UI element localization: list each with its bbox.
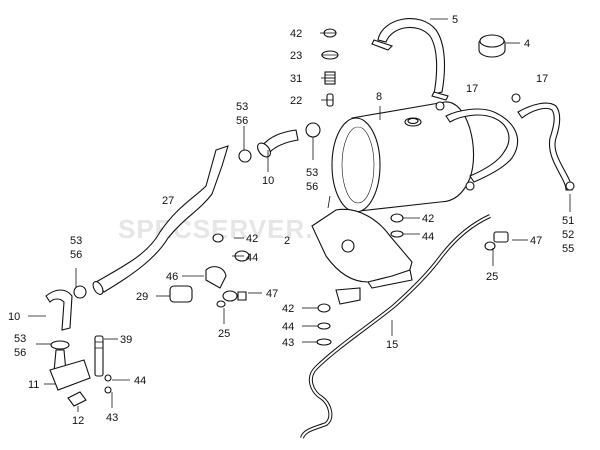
label-39: 39 <box>120 334 132 346</box>
label-23: 23 <box>290 50 302 62</box>
stack-parts <box>321 28 339 107</box>
part-labels: 42 23 31 22 5 4 8 17 17 53 56 10 53 56 2… <box>8 14 574 427</box>
label-42: 42 <box>290 28 302 40</box>
mid-fittings <box>169 233 250 308</box>
label-27: 27 <box>162 195 174 207</box>
label-56: 56 <box>14 347 26 359</box>
label-47: 47 <box>266 288 278 300</box>
fuel-tank <box>331 101 475 213</box>
label-17: 17 <box>536 73 548 85</box>
label-15: 15 <box>386 339 398 351</box>
label-29: 29 <box>136 291 148 303</box>
hose-17a <box>445 108 519 183</box>
tank-strap <box>371 17 449 101</box>
label-43: 43 <box>106 412 118 424</box>
label-53: 53 <box>236 101 248 113</box>
clamp-53a <box>238 149 252 163</box>
label-31: 31 <box>290 73 302 85</box>
filler-cap <box>478 34 506 58</box>
label-56: 56 <box>306 181 318 193</box>
label-51: 51 <box>562 215 574 227</box>
label-42: 42 <box>282 303 294 315</box>
washers <box>316 213 404 346</box>
label-42: 42 <box>422 213 434 225</box>
hose-clamp <box>511 93 521 103</box>
label-43: 43 <box>282 337 294 349</box>
clamp-53b <box>305 122 321 138</box>
label-53: 53 <box>306 167 318 179</box>
hose-clamp <box>565 181 575 191</box>
label-52: 52 <box>562 229 574 241</box>
label-11: 11 <box>28 379 39 391</box>
label-5: 5 <box>452 14 458 26</box>
label-12: 12 <box>72 415 84 427</box>
label-17: 17 <box>466 83 478 95</box>
label-53: 53 <box>70 235 82 247</box>
hose-clamp <box>435 101 445 111</box>
leader-lines <box>28 18 571 412</box>
label-8: 8 <box>376 91 382 103</box>
tank-bracket <box>311 195 413 305</box>
label-25: 25 <box>218 328 230 340</box>
label-2: 2 <box>284 235 290 247</box>
label-10: 10 <box>262 175 274 187</box>
label-56: 56 <box>70 249 82 261</box>
label-44: 44 <box>422 231 434 243</box>
right-fitting <box>484 231 509 251</box>
label-56: 56 <box>236 115 248 127</box>
label-25: 25 <box>486 271 498 283</box>
label-44: 44 <box>246 252 258 264</box>
hose-10b <box>45 289 73 331</box>
label-47: 47 <box>530 235 542 247</box>
label-44: 44 <box>134 375 146 387</box>
clamp-53c <box>73 285 87 299</box>
label-22: 22 <box>290 95 302 107</box>
label-42: 42 <box>246 233 258 245</box>
label-53: 53 <box>14 333 26 345</box>
label-4: 4 <box>524 38 530 50</box>
label-46: 46 <box>166 271 178 283</box>
valve-assembly <box>49 335 112 407</box>
hose-clamp <box>465 181 475 191</box>
label-55: 55 <box>562 243 574 255</box>
label-44: 44 <box>282 321 294 333</box>
pipe-27 <box>95 145 229 293</box>
hose-10a <box>261 129 299 153</box>
hose-17b <box>517 102 573 191</box>
label-10: 10 <box>8 311 20 323</box>
